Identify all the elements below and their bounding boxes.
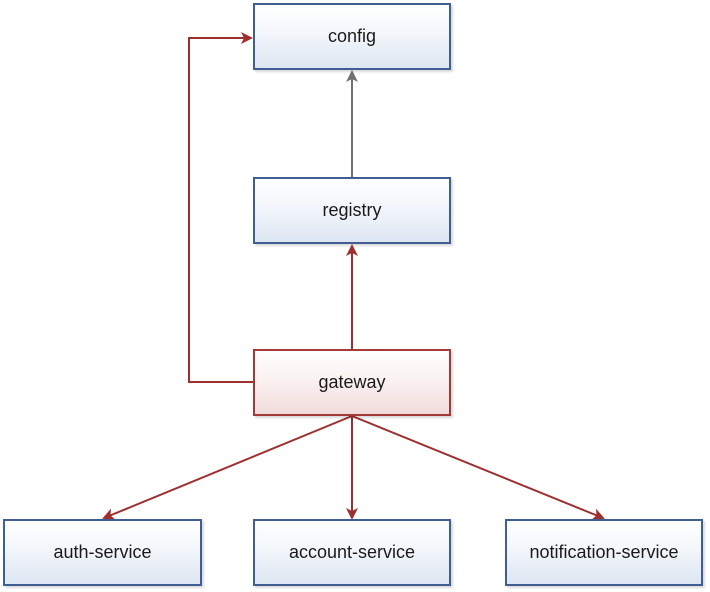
edge-gateway-to-notification-service [351,415,605,520]
edge-gateway-to-auth-service [102,415,353,520]
node-registry-label: registry [322,200,382,220]
node-config: config [253,3,451,70]
node-notification-service: notification-service [505,519,703,586]
edge-gateway-to-config [188,32,253,383]
node-account-service-label: account-service [288,542,416,562]
node-gateway-label: gateway [318,372,386,392]
node-auth-service: auth-service [3,519,202,586]
node-notification-service-label: notification-service [529,542,679,562]
node-auth-service-label: auth-service [53,542,152,562]
node-account-service: account-service [253,519,451,586]
node-gateway: gateway [253,349,451,416]
node-config-label: config [327,26,377,46]
node-registry: registry [253,177,451,244]
